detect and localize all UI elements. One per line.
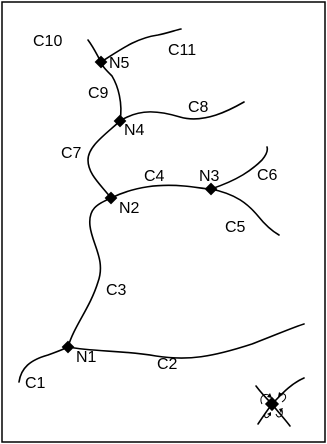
curve-label-c2: C2	[157, 356, 178, 373]
curve-c11	[100, 28, 182, 63]
node-n3-marker	[204, 182, 218, 196]
curve-label-c11: C11	[168, 42, 196, 59]
curve-c8	[119, 101, 245, 122]
node-n5-marker	[94, 55, 108, 69]
curve-label-c7: C7	[61, 145, 82, 162]
curve-label-c6: C6	[257, 167, 278, 184]
node-rotation-inset	[255, 377, 305, 427]
node-label-n5: N5	[109, 55, 130, 72]
inset-arrowhead-2	[278, 392, 283, 397]
curve-c2	[67, 323, 305, 359]
inset-arrowhead-1	[267, 393, 272, 398]
node-n1-marker	[61, 340, 75, 354]
inset-arrow-loop-2	[279, 393, 287, 403]
inset-arrow-loop-3	[275, 409, 283, 418]
curve-label-c9: C9	[88, 85, 109, 102]
curve-label-c4: C4	[144, 168, 165, 185]
curve-c5	[210, 188, 280, 236]
curve-c4	[110, 184, 212, 199]
node-label-n4: N4	[124, 122, 145, 139]
node-label-n1: N1	[76, 349, 97, 366]
inset-arrowhead-4	[267, 412, 271, 416]
curve-c6	[210, 146, 269, 190]
node-label-n2: N2	[119, 200, 140, 217]
curve-label-c3: C3	[106, 282, 127, 299]
curve-c1	[18, 346, 69, 383]
curve-c7	[87, 120, 121, 199]
node-n2-marker	[104, 191, 118, 205]
inset-arrowhead-3	[279, 408, 283, 413]
curve-label-c1: C1	[25, 375, 46, 392]
curve-label-c8: C8	[188, 99, 209, 116]
curve-c3	[67, 197, 112, 348]
node-label-n3: N3	[199, 168, 220, 185]
curve-label-c10: C10	[33, 33, 62, 50]
curve-label-c5: C5	[225, 219, 246, 236]
inset-node-marker	[264, 396, 280, 412]
inset-curve-right	[271, 377, 305, 405]
inset-arrow-loop-4	[264, 411, 271, 419]
